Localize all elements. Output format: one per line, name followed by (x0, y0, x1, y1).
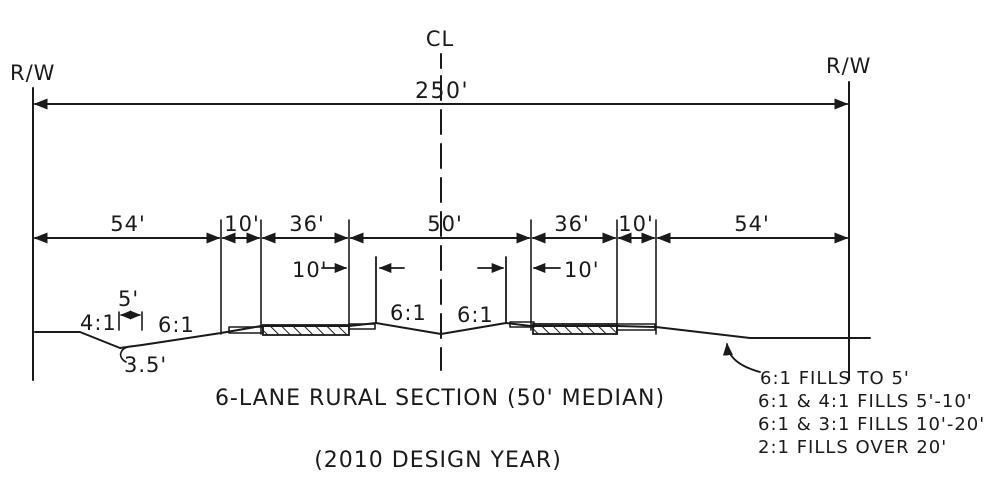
inner-shoulder-right-label: 10' (564, 258, 600, 282)
design-year: (2010 DESIGN YEAR) (314, 448, 562, 473)
inner-shoulder-left-dimension: 10' (292, 256, 405, 323)
inner-shoulder-right-dimension: 10' (477, 256, 600, 323)
total-width-label: 250' (415, 79, 469, 104)
segment-label-right-outer: 54' (734, 212, 770, 236)
fill-note-2: 6:1 & 4:1 FILLS 5'-10' (758, 391, 973, 412)
backslope-ratio: 6:1 (158, 313, 195, 337)
total-width-dimension: 250' (33, 79, 849, 110)
segment-label-right-shoulder: 10' (618, 212, 654, 236)
median-slope-left: 6:1 (390, 301, 427, 325)
ditch-depth-label: 3.5' (124, 353, 167, 377)
segment-label-right-lanes: 36' (554, 212, 590, 236)
median-slope-right: 6:1 (457, 303, 494, 327)
slope-annotations: 4:1 5' 6:1 3.5' 6:1 6:1 (80, 287, 494, 377)
segment-label-left-shoulder: 10' (224, 212, 260, 236)
right-travel-lanes (532, 323, 618, 335)
fill-note-1: 6:1 FILLS TO 5' (760, 368, 910, 389)
centerline-label: CL (426, 27, 454, 51)
centerline: CL (426, 27, 454, 371)
fill-notes: 6:1 FILLS TO 5' 6:1 & 4:1 FILLS 5'-10' 6… (722, 342, 985, 458)
segment-extension-lines (220, 219, 657, 335)
segment-label-left-outer: 54' (110, 212, 146, 236)
right-of-way-left: R/W (10, 61, 55, 381)
right-of-way-right: R/W (826, 54, 871, 381)
segment-label-left-lanes: 36' (289, 212, 325, 236)
segment-label-median: 50' (427, 212, 463, 236)
left-travel-lanes (262, 324, 350, 336)
fill-note-3: 6:1 & 3:1 FILLS 10'-20' (758, 414, 985, 435)
section-title: 6-LANE RURAL SECTION (50' MEDIAN) (215, 386, 665, 411)
segment-dimension-line: 54' 10' 36' 50' 36' 10' 54' (33, 212, 849, 244)
inner-shoulder-left-label: 10' (292, 258, 328, 282)
ditch-width-label: 5' (118, 287, 139, 311)
fill-note-4: 2:1 FILLS OVER 20' (758, 437, 947, 458)
row-left-label: R/W (10, 61, 55, 85)
foreslope-ratio: 4:1 (80, 311, 117, 335)
row-right-label: R/W (826, 54, 871, 78)
